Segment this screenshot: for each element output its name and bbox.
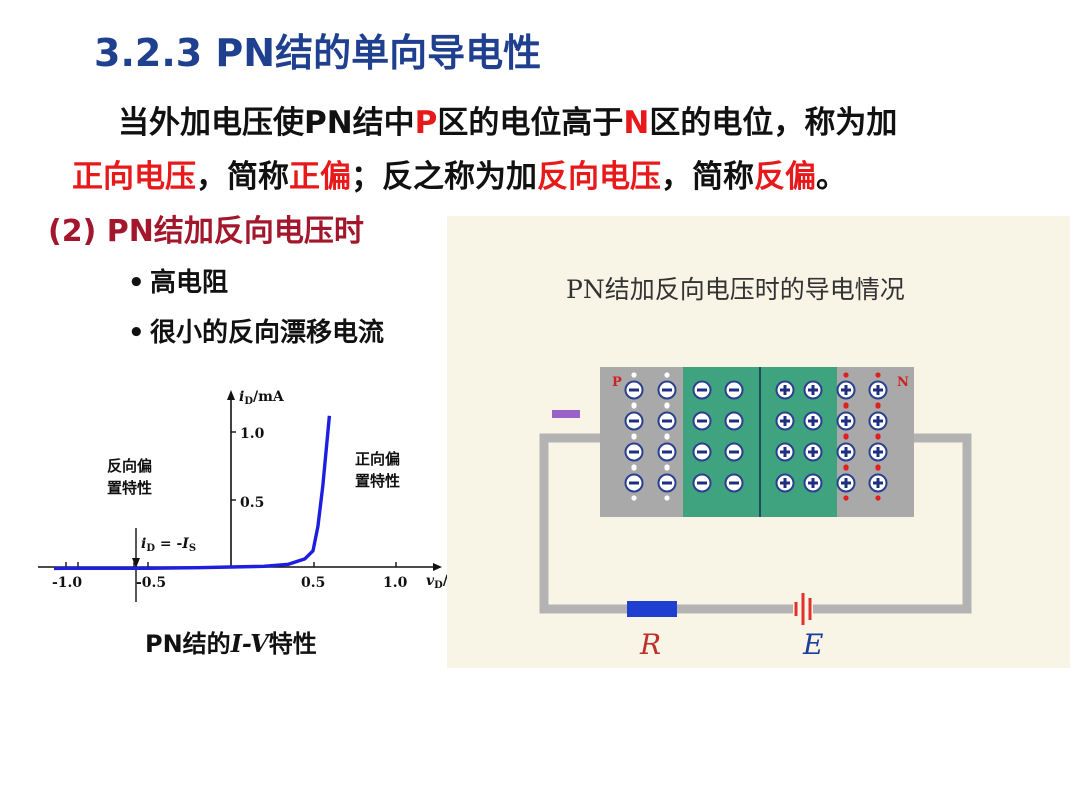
forward-bias-term: 正偏	[289, 159, 351, 195]
paragraph-text: ，简称	[661, 159, 754, 195]
graph-caption-text: 特性	[268, 630, 317, 658]
hole-dot	[664, 434, 670, 440]
p-label: P	[612, 375, 622, 390]
electron-dot	[843, 495, 849, 501]
electron-dot	[843, 403, 849, 409]
electron-dot	[875, 465, 881, 471]
negative-terminal-icon	[552, 410, 580, 418]
graph-caption: PN结的I-V特性	[145, 624, 317, 659]
hole-dot	[664, 403, 670, 409]
y-axis-arrow-icon	[227, 390, 235, 400]
bullet-text: 高电阻	[150, 268, 229, 298]
resistor-label: R	[640, 628, 662, 661]
paragraph-text: ；反之称为加	[351, 159, 537, 195]
paragraph-line-2: 正向电压，简称正偏；反之称为加反向电压，简称反偏。	[72, 150, 1052, 204]
hole-dot	[631, 495, 637, 501]
bullet-dot-icon: •	[128, 268, 145, 298]
bullet-text: 很小的反向漂移电流	[150, 318, 385, 348]
x-axis-label: vD/V	[426, 573, 450, 591]
is-marker-arrow-icon	[132, 558, 140, 568]
forward-region-label: 置特性	[355, 472, 400, 490]
hole-dot	[631, 465, 637, 471]
forward-region-label: 正向偏	[355, 450, 400, 468]
forward-voltage-term: 正向电压	[72, 159, 196, 195]
bullet-dot-icon: •	[128, 318, 145, 348]
hole-dot	[664, 465, 670, 471]
graph-caption-text: PN结的	[145, 630, 231, 658]
paragraph-line-1: 当外加电压使PN结中P区的电位高于N区的电位，称为加	[72, 96, 1052, 150]
panel-title: PN结加反向电压时的导电情况	[566, 275, 905, 304]
paragraph-text: 。	[816, 159, 847, 195]
graph-caption-iv: I-V	[230, 629, 269, 658]
pn-junction-circuit: P N	[539, 367, 972, 625]
x-tick-label: -1.0	[52, 575, 82, 591]
reverse-voltage-term: 反向电压	[537, 159, 661, 195]
reverse-region-label: 置特性	[107, 479, 152, 497]
bullet-item: •很小的反向漂移电流	[128, 308, 384, 358]
x-tick-label: 1.0	[383, 575, 408, 591]
y-tick-label: 1.0	[240, 426, 265, 442]
electron-dot	[843, 434, 849, 440]
electron-dot	[843, 372, 849, 378]
reverse-region-label: 反向偏	[107, 457, 152, 475]
paragraph-text: 当外加电压使PN结中	[118, 105, 415, 141]
paragraph-text: 区的电位，称为加	[649, 105, 898, 141]
page-title: 3.2.3 PN结的单向导电性	[94, 31, 542, 75]
hole-dot	[631, 434, 637, 440]
p-region-highlight: P	[414, 105, 438, 141]
hole-dot	[631, 372, 637, 378]
bullet-item: •高电阻	[128, 258, 384, 308]
paragraph-text: 区的电位高于	[437, 105, 624, 141]
x-axis-arrow-icon	[433, 563, 442, 571]
hole-dot	[664, 495, 670, 501]
circuit-wire	[539, 433, 972, 614]
paragraph-text: ，简称	[196, 159, 289, 195]
y-tick-label: 0.5	[240, 495, 264, 511]
resistor-icon	[627, 601, 677, 617]
x-tick-label: 0.5	[301, 575, 325, 591]
n-region-highlight: N	[623, 105, 650, 141]
iv-curve-line	[53, 415, 332, 571]
electron-dot	[843, 465, 849, 471]
y-axis-label: iD/mA	[239, 389, 285, 407]
electron-dot	[875, 403, 881, 409]
battery-label: E	[803, 628, 824, 661]
n-label: N	[897, 375, 909, 390]
electron-dot	[875, 434, 881, 440]
intro-paragraph: 当外加电压使PN结中P区的电位高于N区的电位，称为加 正向电压，简称正偏；反之称…	[72, 96, 1052, 204]
charge-carriers	[624, 372, 888, 501]
electron-dot	[875, 372, 881, 378]
hole-dot	[631, 403, 637, 409]
saturation-current-label: iD = -IS	[141, 536, 196, 554]
section-subheading: (2) PN结加反向电压时	[48, 214, 364, 249]
bullet-list: •高电阻 •很小的反向漂移电流	[128, 258, 384, 358]
x-tick-label: -0.5	[136, 575, 166, 591]
iv-curve-chart: 1.0 0.5 -1.0 -0.5 0.5 1.0 iD/mA vD/V 反向偏…	[38, 389, 450, 602]
hole-dot	[664, 372, 670, 378]
electron-dot	[875, 495, 881, 501]
reverse-bias-term: 反偏	[754, 159, 816, 195]
